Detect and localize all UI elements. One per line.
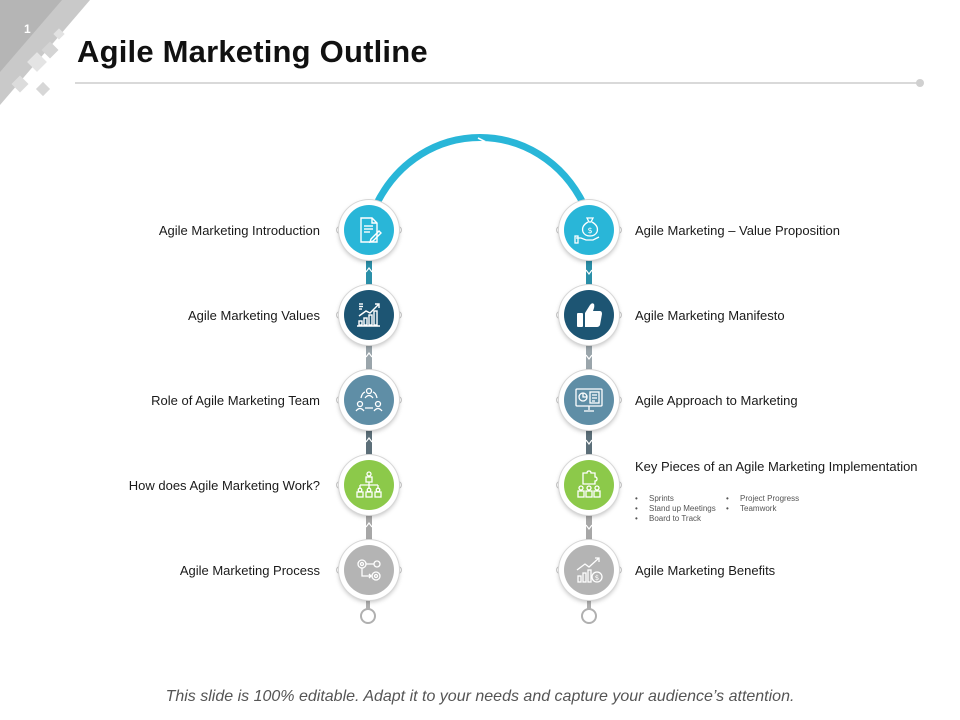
- label-introduction: Agile Marketing Introduction: [158, 223, 320, 238]
- node-value-proposition[interactable]: $: [559, 200, 619, 260]
- label-agile-approach: Agile Approach to Marketing: [635, 393, 798, 408]
- bullet-item: Teamwork: [726, 504, 836, 514]
- title-divider: [75, 82, 920, 84]
- label-benefits: Agile Marketing Benefits: [635, 563, 776, 578]
- document-pen-icon: [360, 217, 382, 244]
- slide-number: 1: [24, 22, 31, 36]
- label-value-proposition: Agile Marketing – Value Proposition: [635, 223, 840, 238]
- left-connector-2: [366, 345, 372, 373]
- node-introduction[interactable]: [339, 200, 399, 260]
- node-team-role[interactable]: [339, 370, 399, 430]
- right-end-cap: [581, 608, 597, 624]
- label-process: Agile Marketing Process: [179, 563, 320, 578]
- puzzle-team-icon: [577, 470, 601, 498]
- growth-dollar-icon: $: [576, 557, 603, 583]
- bullet-item: Sprints: [635, 494, 745, 504]
- gears-process-icon: [357, 559, 381, 581]
- monitor-dashboard-icon: [575, 388, 603, 412]
- right-connector-end: [587, 600, 591, 610]
- node-benefits[interactable]: $: [559, 540, 619, 600]
- team-cycle-icon: [355, 387, 383, 412]
- corner-decoration: [0, 0, 90, 105]
- node-values[interactable]: [339, 285, 399, 345]
- left-connector-end: [366, 600, 370, 610]
- svg-text:$: $: [587, 226, 592, 235]
- left-connector-3: [366, 430, 372, 458]
- left-end-cap: [360, 608, 376, 624]
- bullet-item: Stand up Meetings: [635, 504, 745, 514]
- growth-chart-icon: [357, 303, 380, 327]
- org-chart-icon: [356, 471, 382, 498]
- title-divider-dot: [916, 79, 924, 87]
- node-how-it-works[interactable]: [339, 455, 399, 515]
- node-process[interactable]: [339, 540, 399, 600]
- left-connector-4: [366, 515, 372, 543]
- left-connector-1: [366, 260, 372, 288]
- bullet-item: Board to Track: [635, 514, 745, 524]
- node-agile-approach[interactable]: [559, 370, 619, 430]
- label-values: Agile Marketing Values: [188, 308, 320, 323]
- svg-text:$: $: [595, 574, 599, 582]
- top-arc: [372, 134, 588, 209]
- node-key-pieces[interactable]: [559, 455, 619, 515]
- label-team-role: Role of Agile Marketing Team: [151, 393, 320, 408]
- arc-arrow: [477, 137, 486, 145]
- thumbs-up-icon: [577, 303, 602, 327]
- node-manifesto[interactable]: [559, 285, 619, 345]
- label-manifesto: Agile Marketing Manifesto: [635, 308, 785, 323]
- label-key-pieces: Key Pieces of an Agile Marketing Impleme…: [635, 459, 918, 474]
- footer-note: This slide is 100% editable. Adapt it to…: [165, 688, 795, 705]
- money-bag-hand-icon: $: [574, 217, 600, 244]
- bullet-item: Project Progress: [726, 494, 836, 504]
- page-title: Agile Marketing Outline: [77, 34, 428, 69]
- label-how-it-works: How does Agile Marketing Work?: [128, 478, 320, 493]
